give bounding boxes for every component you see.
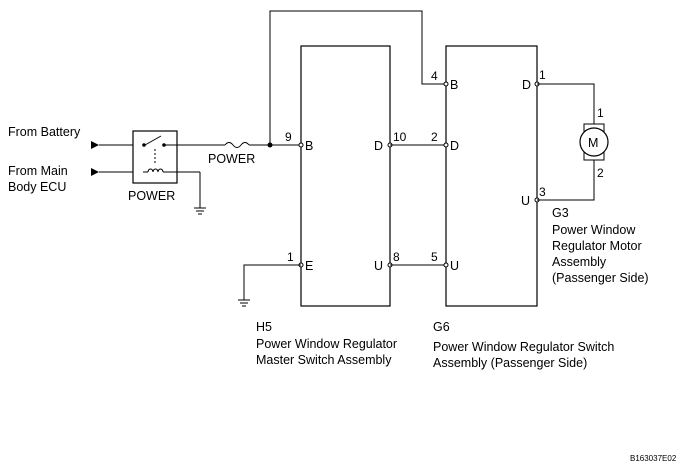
- g6-code: G6: [433, 320, 450, 334]
- g6-pin-d-right-label: D: [522, 78, 531, 92]
- g3-name-line2: Regulator Motor: [552, 239, 642, 253]
- battery-bus-loop: [269, 10, 446, 145]
- g6-pin-b-number: 4: [431, 69, 438, 83]
- h5-ground-wire: [243, 264, 301, 300]
- h5-pin-d-label: D: [374, 139, 383, 153]
- from-main-label: From Main: [8, 164, 68, 178]
- h5-pin-e-label: E: [305, 259, 313, 273]
- g6-pin-d-left-number: 2: [431, 130, 438, 144]
- ground-icon: [238, 299, 250, 307]
- motor-icon: [579, 123, 609, 161]
- h5-pin-e-number: 1: [287, 250, 294, 264]
- h5-pin-b-label: B: [305, 139, 313, 153]
- g6-name-line2: Assembly (Passenger Side): [433, 356, 587, 370]
- h5-pin-u-label: U: [374, 259, 383, 273]
- h5-code: H5: [256, 320, 272, 334]
- relay-coil: [147, 168, 164, 173]
- h5-pin-d-number: 10: [393, 130, 407, 144]
- g6-pin-u-left-label: U: [450, 259, 459, 273]
- g3-code: G3: [552, 206, 569, 220]
- fuse-icon: [224, 142, 250, 148]
- h5-pin-b-number: 9: [285, 130, 292, 144]
- fuse-label: POWER: [208, 152, 255, 166]
- body-ecu-label: Body ECU: [8, 180, 66, 194]
- g6-name-line1: Power Window Regulator Switch: [433, 340, 614, 354]
- g6-pin-d-right-number: 1: [539, 68, 546, 82]
- g6-pin-u-right-number: 3: [539, 185, 546, 199]
- motor-pin-top-number: 1: [597, 106, 604, 120]
- g6-pin-u-right-label: U: [521, 194, 530, 208]
- from-battery-label: From Battery: [8, 125, 81, 139]
- battery-input-arrow: [91, 141, 99, 149]
- g3-name-line1: Power Window: [552, 223, 636, 237]
- g6-pin-d-left-label: D: [450, 139, 459, 153]
- master-switch-box: [300, 45, 391, 307]
- motor-wire-top: [537, 83, 595, 125]
- relay-contact-left: [142, 143, 146, 147]
- motor-wire-bottom: [537, 158, 595, 201]
- motor-pin-bottom-number: 2: [597, 166, 604, 180]
- h5-name-line2: Master Switch Assembly: [256, 353, 392, 367]
- h5-name-line1: Power Window Regulator: [256, 337, 397, 351]
- figure-id: B163037E02: [630, 454, 677, 463]
- relay-label: POWER: [128, 189, 175, 203]
- g3-name-line3: Assembly: [552, 255, 607, 269]
- motor-symbol: M: [588, 136, 598, 150]
- passenger-switch-box: [445, 45, 538, 307]
- g6-pin-u-left-number: 5: [431, 250, 438, 264]
- h5-pin-u-number: 8: [393, 250, 400, 264]
- ground-icon: [194, 207, 206, 215]
- relay-switch-blade: [144, 135, 162, 146]
- ecu-input-arrow: [91, 168, 99, 176]
- g3-name-line4: (Passenger Side): [552, 271, 649, 285]
- g6-pin-b-label: B: [450, 78, 458, 92]
- power-relay: [132, 130, 200, 184]
